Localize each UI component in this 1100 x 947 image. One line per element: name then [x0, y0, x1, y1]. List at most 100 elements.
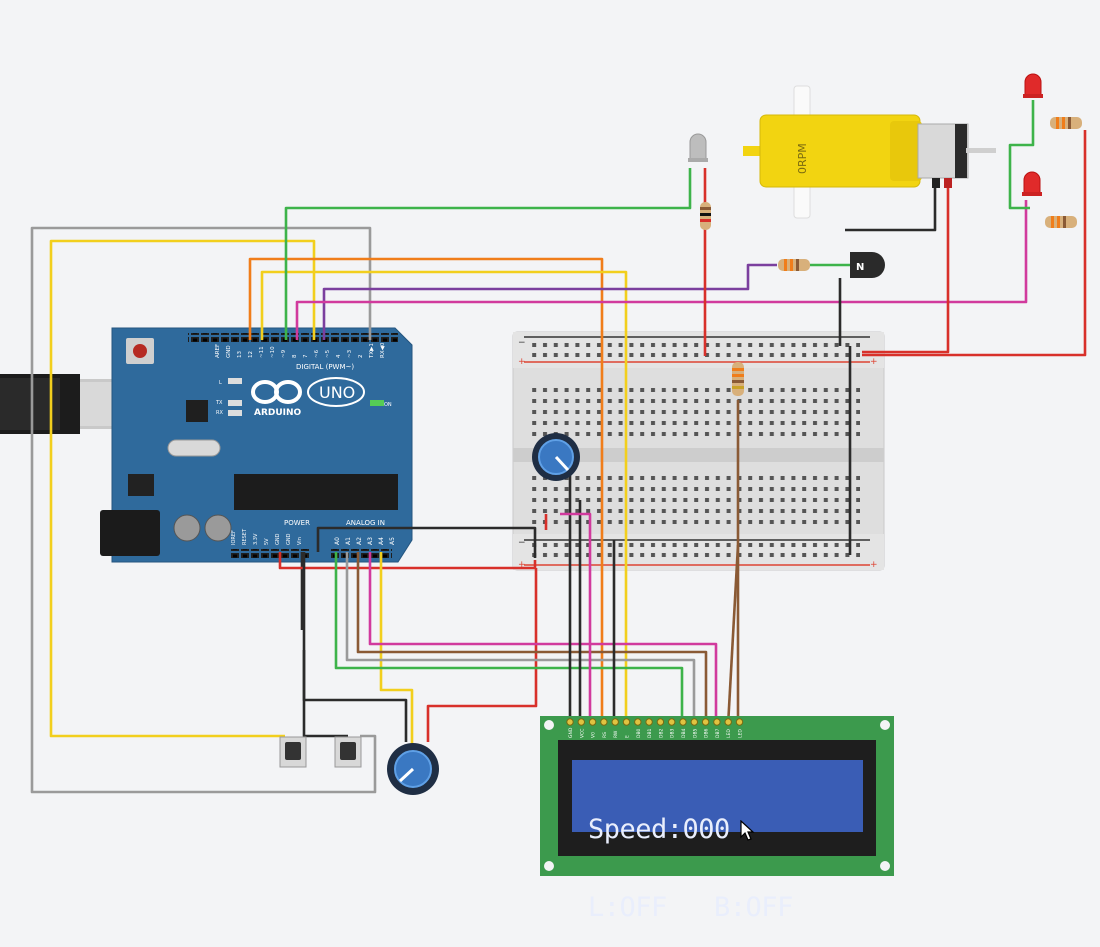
lcd-pin-label: GND — [568, 727, 574, 738]
lcd-pin[interactable] — [588, 718, 597, 726]
analog-pins-label: A2 — [356, 537, 363, 545]
digital-pins-label: ~3 — [347, 349, 353, 358]
power-pins-label: Vin — [297, 537, 303, 545]
lcd-pin[interactable] — [611, 718, 619, 726]
wire-black-5v — [316, 526, 537, 558]
lcd-pin[interactable] — [656, 718, 665, 726]
push-button-1[interactable] — [279, 736, 307, 768]
reset-button[interactable] — [133, 344, 147, 358]
resistor-led-right-1[interactable] — [1050, 117, 1082, 129]
wire-green-9-led — [284, 168, 692, 340]
rail-plus-label-bottom: + — [518, 560, 526, 570]
arduino-logo: ARDUINO UNO — [251, 377, 365, 418]
digital-pins-label: ~10 — [270, 346, 276, 358]
arduino-brand: ARDUINO — [254, 408, 302, 418]
resistor-breadboard[interactable] — [732, 362, 744, 396]
tx-led-label: TX — [215, 400, 223, 406]
on-led-label: ON — [384, 402, 392, 408]
npn-transistor[interactable]: N — [850, 252, 885, 278]
wire-red-motor — [862, 188, 950, 354]
power-pins-label: RESET — [242, 528, 248, 545]
lcd-pin-label: LED — [726, 729, 732, 738]
digital-pins-label: ~11 — [259, 346, 265, 358]
lcd-pin-label: DB0 — [636, 728, 642, 738]
led-gray[interactable] — [688, 133, 708, 162]
lcd-pin-label: DB7 — [715, 728, 721, 738]
wire-green-a0 — [334, 552, 684, 726]
digital-pins-label: 2 — [358, 355, 364, 359]
digital-header-label: DIGITAL (PWM~) — [296, 363, 354, 371]
lcd-pin[interactable] — [724, 718, 732, 726]
lcd-pin-label: E — [625, 735, 631, 738]
lcd-pin-label: DB2 — [658, 728, 664, 738]
wire-orange-12 — [248, 257, 604, 726]
lcd-display-text: Speed:000 L:OFF B:OFF — [588, 765, 848, 947]
wire-magenta-led2 — [295, 200, 1028, 340]
lcd-pin[interactable] — [645, 718, 653, 726]
rail-plus-label-right: + — [870, 357, 878, 367]
lcd-pin[interactable] — [679, 718, 687, 726]
lcd-pin[interactable] — [735, 718, 744, 726]
digital-pins-label: AREF — [215, 344, 221, 358]
dc-motor[interactable]: 0RPM — [743, 85, 996, 219]
push-button-2[interactable] — [334, 736, 362, 768]
analog-pins-label: A1 — [345, 537, 352, 545]
digital-pins-label: RX◀0 — [380, 342, 386, 358]
lcd-pin[interactable] — [713, 718, 721, 726]
arduino-model: UNO — [319, 383, 355, 402]
resistor-transistor[interactable] — [778, 259, 810, 271]
rail-plus-label-right-bottom: + — [870, 560, 878, 570]
lcd-pin[interactable] — [690, 718, 698, 726]
lcd-pin[interactable] — [577, 718, 585, 726]
led-red-top[interactable] — [1023, 73, 1043, 98]
lcd-pin-label: V0 — [591, 732, 597, 738]
wire-magenta-a3 — [368, 552, 718, 726]
mouse-pointer-icon — [740, 820, 755, 841]
potentiometer-bottom[interactable] — [387, 743, 439, 795]
lcd-pin[interactable] — [634, 718, 642, 726]
lcd-pin[interactable] — [622, 718, 631, 726]
wire-yellow-button — [49, 239, 316, 738]
lcd-pin-label: LED — [738, 729, 744, 738]
wire-brown-led2 — [726, 544, 740, 727]
circuit-canvas[interactable]: + − + − + + ARDUINO UNO DIGITAL (PWM~) P… — [0, 0, 1100, 884]
resistor-led-top[interactable] — [700, 202, 711, 230]
lcd-pin-label: DB5 — [692, 728, 698, 738]
wire-red-rail-to-pot — [426, 568, 538, 742]
lcd-pin-label: RW — [613, 730, 619, 738]
arduino-uno-board[interactable]: ARDUINO UNO DIGITAL (PWM~) POWER ANALOG … — [100, 327, 413, 563]
power-pins-label: 5V — [264, 538, 270, 545]
power-header-label: POWER — [284, 519, 310, 527]
led-red-bottom[interactable] — [1022, 171, 1042, 196]
breadboard[interactable]: + − + − + + — [512, 331, 885, 571]
wire-brown-a2 — [356, 552, 708, 726]
wires[interactable] — [30, 100, 1087, 794]
power-pins-label: IOREF — [231, 530, 237, 545]
analog-pins-label: A3 — [367, 537, 374, 545]
power-jack — [100, 510, 160, 556]
digital-pins-label: 12 — [248, 351, 254, 358]
potentiometer-breadboard[interactable] — [532, 433, 580, 481]
wire-gray-loop — [30, 226, 377, 794]
l-led-label: L — [219, 380, 222, 386]
rail-minus-label-bottom: − — [518, 538, 526, 548]
digital-pins-label: 13 — [237, 351, 243, 358]
rx-led-label: RX — [216, 410, 223, 416]
lcd-pin[interactable] — [600, 718, 608, 726]
wire-black-motor — [845, 188, 937, 232]
resistor-led-right-2[interactable] — [1045, 216, 1077, 228]
lcd-pin-label: DB6 — [704, 728, 710, 738]
analog-pins-label: A5 — [389, 537, 396, 545]
transistor-label: N — [856, 262, 864, 273]
digital-pins-label: ~5 — [325, 349, 331, 358]
lcd-pin[interactable] — [668, 718, 676, 726]
digital-pins-label: 7 — [303, 354, 309, 358]
power-pins-label: GND — [275, 533, 281, 545]
lcd-pin[interactable] — [701, 718, 710, 726]
lcd-pin-label: DB1 — [647, 728, 653, 738]
lcd-pin[interactable] — [566, 718, 574, 726]
power-pins-label: 3.3V — [253, 533, 259, 545]
